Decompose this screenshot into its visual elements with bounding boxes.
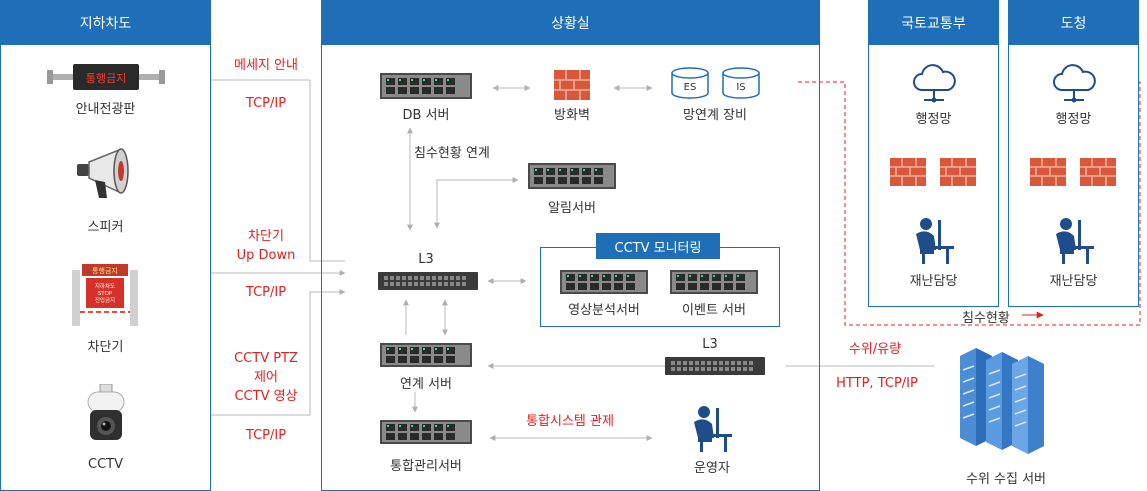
- line-bus-top: [309, 80, 345, 262]
- label-tcpip-2: TCP/IP: [245, 285, 287, 300]
- sign-label: 안내전광판: [75, 102, 136, 117]
- svg-text:ES: ES: [684, 82, 697, 93]
- cctv-monitoring-title: CCTV 모니터링: [596, 233, 720, 259]
- panel-province: 도청: [1008, 0, 1139, 307]
- operator-icon: [690, 404, 734, 456]
- flood-status-link-label: 침수현황 연계: [414, 146, 490, 161]
- label-tcpip-1: TCP/IP: [245, 96, 287, 111]
- panel-ministry: 국토교통부: [868, 0, 999, 307]
- l3-secondary-label: L3: [702, 337, 718, 352]
- ministry-firewall-icon-2: [940, 158, 976, 190]
- panel-control-room-title: 상황실: [322, 1, 819, 45]
- operator-label: 운영자: [694, 461, 730, 476]
- panel-tunnel: 지하차도: [0, 0, 211, 491]
- ministry-cloud-network-icon: [912, 64, 956, 108]
- db-server-icon: [380, 73, 472, 103]
- link-server-label: 연계 서버: [400, 377, 452, 392]
- es-storage-icon: ES: [670, 67, 710, 103]
- svg-text:진입금지: 진입금지: [95, 296, 115, 304]
- label-cctv-control: CCTV PTZ 제어 CCTV 영상: [234, 351, 298, 404]
- alarm-server-label: 알림서버: [548, 201, 596, 216]
- province-officer-label: 재난담당: [1049, 274, 1098, 289]
- ministry-firewall-icon-1: [890, 158, 926, 190]
- integrated-mgmt-server-icon: [380, 420, 472, 448]
- label-message: 메세지 안내: [234, 58, 298, 73]
- svg-text:통행금지: 통행금지: [86, 72, 126, 85]
- network-link-label: 망연계 장비: [683, 108, 747, 123]
- firewall-label: 방화벽: [554, 108, 590, 123]
- ministry-officer-icon: [912, 216, 956, 268]
- firewall-icon: [554, 70, 590, 104]
- level-collection-server-label: 수위 수집 서버: [965, 472, 1047, 487]
- video-analysis-server-label: 영상분석서버: [568, 303, 640, 318]
- label-barrier-control: 차단기 Up Down: [236, 229, 296, 263]
- svg-text:지하차도: 지하차도: [95, 282, 115, 290]
- video-analysis-server-icon: [560, 270, 648, 298]
- province-cloud-network-icon: [1052, 64, 1096, 108]
- http-tcpip-label: HTTP, TCP/IP: [836, 376, 918, 391]
- label-tcpip-3: TCP/IP: [245, 428, 287, 443]
- l3-main-label: L3: [418, 252, 434, 267]
- panel-tunnel-title: 지하차도: [1, 1, 210, 45]
- barrier-label: 차단기: [87, 340, 124, 355]
- alarm-server-icon: [528, 163, 616, 193]
- cctv-icon: [86, 383, 126, 450]
- svg-text:STOP: STOP: [98, 291, 113, 297]
- province-officer-icon: [1052, 216, 1096, 268]
- ministry-admin-network-label: 행정망: [915, 112, 952, 127]
- speaker-icon: [75, 148, 135, 208]
- is-storage-icon: IS: [721, 67, 761, 103]
- ministry-officer-label: 재난담당: [909, 274, 958, 289]
- db-server-label: DB 서버: [402, 108, 450, 123]
- flood-status-out-label: 침수현황: [962, 311, 1010, 326]
- panel-province-title: 도청: [1009, 1, 1138, 45]
- l3-switch-icon: [378, 272, 478, 294]
- link-server-icon: [380, 343, 472, 371]
- sign-board-icon: 통행금지: [47, 64, 165, 94]
- province-firewall-icon-1: [1030, 158, 1066, 190]
- event-server-label: 이벤트 서버: [682, 303, 746, 318]
- province-firewall-icon-2: [1080, 158, 1116, 190]
- integrated-control-label: 통합시스템 관제: [526, 414, 614, 429]
- line-alarm-l3: [434, 177, 519, 229]
- speaker-label: 스피커: [87, 220, 124, 235]
- integrated-mgmt-server-label: 통합관리서버: [390, 459, 462, 474]
- cctv-label: CCTV: [88, 457, 123, 472]
- level-collection-server-icon: [958, 346, 1054, 458]
- line-bus-bottom: [309, 289, 346, 415]
- l3-secondary-switch-icon: [665, 357, 765, 379]
- svg-text:통행금지: 통행금지: [92, 266, 118, 275]
- panel-ministry-title: 국토교통부: [869, 1, 998, 45]
- flood-dashed-line: [798, 81, 1141, 326]
- svg-text:IS: IS: [736, 82, 745, 93]
- event-server-icon: [670, 270, 758, 298]
- barrier-icon: 통행금지 지하차도 STOP 진입금지: [72, 262, 138, 330]
- level-flow-label: 수위/유량: [848, 342, 902, 357]
- province-admin-network-label: 행정망: [1055, 112, 1092, 127]
